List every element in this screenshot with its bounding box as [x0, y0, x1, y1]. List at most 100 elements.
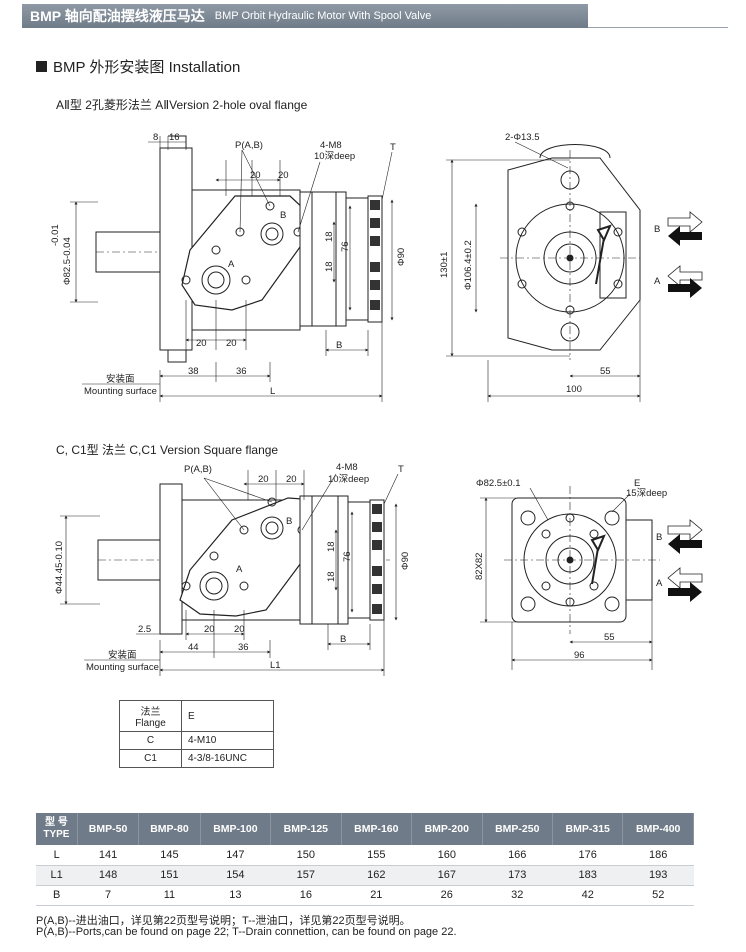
dim-130: 130±1 — [439, 252, 450, 278]
table-cell: 166 — [482, 845, 553, 866]
table-cell: 52 — [622, 885, 694, 906]
solid-arrow-left-icon-2 — [668, 534, 702, 554]
flange-header-flange: 法兰 Flange — [119, 700, 182, 732]
dim2-phi82-5: Φ82.5±0.1 — [476, 478, 521, 489]
table-row: L 141 145 147 150 155 160 166 176 186 — [36, 845, 694, 866]
drawing2-front-view — [504, 486, 660, 634]
note-en: P(A,B)--Ports,can be found on page 22; T… — [36, 926, 457, 938]
row-label: B — [36, 885, 78, 906]
drawing1-dimensions — [70, 136, 394, 402]
drawing1-front-dimensions — [446, 141, 641, 402]
dim2-18-b: 18 — [326, 571, 337, 582]
flange-cell: C — [119, 731, 182, 750]
label-holes: 2-Φ13.5 — [505, 132, 540, 143]
dim2-82x82: 82X82 — [474, 553, 485, 580]
table-cell: 167 — [411, 865, 483, 886]
dim2-55: 55 — [604, 632, 615, 643]
dim2-20-bottom-a: 20 — [204, 624, 215, 635]
outlined-arrow-left-icon-2 — [667, 567, 703, 589]
header-bar: BMP 轴向配油摆线液压马达 BMP Orbit Hydraulic Motor… — [22, 4, 588, 28]
label-10-deep: 10深deep — [314, 151, 355, 162]
header-title-cn: BMP 轴向配油摆线液压马达 — [30, 8, 205, 24]
row-label: L — [36, 845, 78, 866]
bullet-square-icon — [36, 61, 47, 72]
label2-4-m8: 4-M8 — [336, 462, 358, 473]
dim-shaft: Φ82.5-0.04 — [62, 237, 73, 285]
drawing2-dimensions — [60, 470, 399, 676]
dim2-shaft: Φ44.45-0.10 — [54, 541, 65, 594]
flange-cell: 4-M10 — [181, 731, 274, 750]
dim-18-b: 18 — [324, 261, 335, 272]
table-cell: 147 — [200, 845, 271, 866]
dim2-2-5: 2.5 — [138, 624, 151, 635]
mounting-surface-en: Mounting surface — [84, 386, 157, 397]
dim2-20-top-b: 20 — [286, 474, 297, 485]
model-header: BMP-200 — [411, 813, 483, 845]
table-cell: 7 — [77, 885, 139, 906]
dim-8: 8 — [153, 132, 158, 143]
dim-76: 76 — [340, 241, 351, 252]
table-cell: 176 — [552, 845, 623, 866]
drawing2-labels: P(A,B) 20 20 4-M8 10深deep T B A 18 76 18… — [54, 462, 667, 673]
dim-l: L — [270, 386, 275, 397]
solid-arrow-right-icon — [668, 278, 702, 298]
dim-tolerance: -0.01 — [50, 224, 61, 246]
table-cell: 148 — [77, 865, 139, 886]
row-label: L1 — [36, 865, 78, 886]
label2-pab: P(A,B) — [184, 464, 212, 475]
solid-arrow-right-icon-2 — [668, 582, 702, 602]
table-cell: 42 — [552, 885, 623, 906]
outlined-arrow-left-icon — [667, 265, 703, 287]
table-cell: 160 — [411, 845, 483, 866]
dim-phi90: Φ90 — [396, 248, 407, 266]
model-header: BMP-100 — [200, 813, 272, 845]
table-cell: 155 — [341, 845, 412, 866]
drawing2-port-arrows — [667, 519, 703, 602]
rotation-arrow-icon — [595, 224, 612, 285]
port2-b-label: B — [656, 532, 662, 543]
label-pab: P(A,B) — [235, 140, 263, 151]
label-4-m8: 4-M8 — [320, 140, 342, 151]
label2-10-deep: 10深deep — [328, 474, 369, 485]
dim2-20-top-a: 20 — [258, 474, 269, 485]
header-divider — [588, 27, 728, 28]
flange-table: 法兰 Flange E C 4-M10 C1 4-3/8-16UNC — [119, 700, 274, 768]
label2-15-deep: 15深deep — [626, 488, 667, 499]
dim-100: 100 — [566, 384, 582, 395]
drawing2-caption: C, C1型 法兰 C,C1 Version Square flange — [56, 443, 279, 457]
table-cell: 183 — [552, 865, 623, 886]
table-cell: 145 — [138, 845, 201, 866]
drawing1-side-view — [95, 135, 383, 363]
outlined-arrow-right-icon — [667, 211, 703, 233]
drawing1-front-view — [500, 144, 641, 360]
drawing2-front-dimensions — [480, 487, 653, 670]
model-header: BMP-50 — [77, 813, 140, 845]
table-row: C 4-M10 — [119, 731, 274, 750]
table-cell: 157 — [270, 865, 342, 886]
dim2-76: 76 — [342, 551, 353, 562]
solid-arrow-left-icon — [668, 226, 702, 246]
label2-e: E — [634, 478, 640, 489]
model-header: BMP-160 — [341, 813, 413, 845]
dim-55: 55 — [600, 366, 611, 377]
drawing1-port-arrows — [667, 211, 703, 298]
model-header: BMP-315 — [552, 813, 624, 845]
section-title-text: BMP 外形安装图 Installation — [53, 59, 241, 76]
dim-20-top-b: 20 — [278, 170, 289, 181]
dim-36: 36 — [236, 366, 247, 377]
table-cell: 151 — [138, 865, 201, 886]
table-row: B 7 11 13 16 21 26 32 42 52 — [36, 885, 694, 906]
mounting-surface2-cn: 安装面 — [108, 649, 137, 661]
dim-20-top-a: 20 — [250, 170, 261, 181]
dim2-l1: L1 — [270, 660, 281, 671]
table-cell: 13 — [200, 885, 271, 906]
dim-16: 16 — [169, 132, 180, 143]
table-cell: 193 — [622, 865, 694, 886]
note-cn: P(A,B)--进出油口，详见第22页型号说明；T--泄油口，详见第22页型号说… — [36, 915, 411, 927]
table-cell: 26 — [411, 885, 483, 906]
dim2-b: B — [340, 634, 346, 645]
table-cell: 162 — [341, 865, 412, 886]
